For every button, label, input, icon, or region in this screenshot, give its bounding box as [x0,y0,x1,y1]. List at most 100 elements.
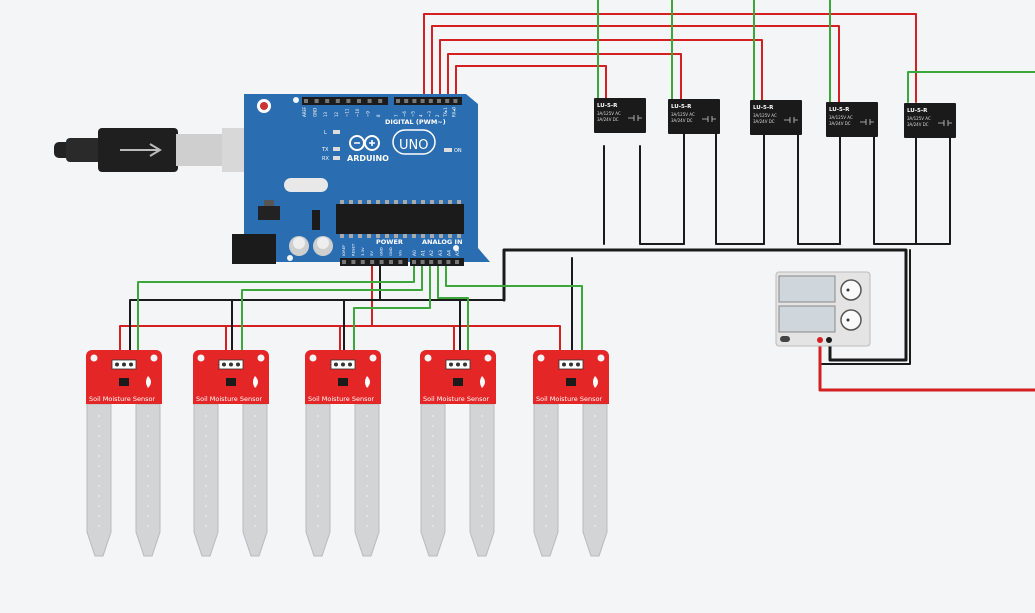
soil-moisture-sensor-5[interactable]: Soil Moisture Sensor [533,350,609,557]
soil-moisture-sensor-1[interactable]: Soil Moisture Sensor [86,350,162,557]
positive-terminal[interactable] [817,337,823,343]
digital-pin-label: ~3 [427,111,432,117]
relay-spec-dc: 3A/24V DC [671,118,693,123]
analog-header [410,258,464,266]
wire-black-relay-2b[interactable] [715,131,765,245]
wire-red-relay-1[interactable] [455,65,607,99]
wire-red-relay-2[interactable] [447,53,682,100]
wire-black-relay-3b[interactable] [797,133,841,245]
relay-spec-dc: 3A/24V DC [753,119,775,124]
power-pin-label: GND [379,247,384,256]
relay-label: LU-5-R [671,104,692,110]
flame-logo-icon [253,376,258,388]
wire-black-gnd[interactable] [129,261,505,357]
voltage-knob[interactable] [840,279,862,301]
sensor-transistor [566,378,576,386]
digital-pin-label: 12 [334,111,339,117]
wire-black-bus-2[interactable] [821,249,911,365]
sensor-label: Soil Moisture Sensor [536,395,602,403]
wire-red-5v[interactable] [371,261,561,357]
model-label: UNO [399,138,428,153]
flame-logo-icon [146,376,151,388]
analog-pin-label: A4 [446,250,452,256]
relay-spec-ac: 3A/125V AC [829,115,853,120]
wire-green-a1[interactable] [241,261,423,357]
flame-logo-icon [480,376,485,388]
power-supply[interactable] [775,271,871,347]
digital-pin-label: ~10 [355,108,360,117]
wire-green-a0[interactable] [137,261,415,357]
sensor-transistor [453,378,463,386]
wire-green-a4[interactable] [445,261,583,357]
microcontroller-chip [336,200,464,238]
wire-red-5v-s1[interactable] [119,325,373,357]
digital-pin-label: RX◂0 [451,106,456,117]
flame-logo-icon [365,376,370,388]
wires [119,0,1035,392]
wire-black-relay-1b[interactable] [639,145,685,245]
digital-pin-label: ~6 [402,111,407,117]
relay-spec-ac: 3A/125V AC [597,111,621,116]
relay-spec-ac: 3A/125V AC [907,116,931,121]
analog-pin-label: A1 [421,250,427,256]
led-label-tx: TX [321,147,329,153]
relay-label: LU-5-R [907,108,928,114]
relay-symbol-icon [860,119,874,125]
analog-pin-label: A3 [438,250,444,256]
digital-pin-label: TX▸1 [443,107,448,118]
digital-header-left [302,97,388,105]
digital-pin-label: 8 [376,114,381,117]
wire-black-bus[interactable] [502,248,908,362]
wire-black-relay-5b[interactable] [915,137,951,245]
brand-label: ARDUINO [347,154,389,163]
crystal-oscillator [284,178,328,192]
power-pin-label: 5V [369,251,374,256]
power-pin-label: Vin [397,249,402,256]
wire-red-relay-5[interactable] [423,13,917,103]
wire-green-relay-5[interactable] [907,71,1035,103]
relay-spec-dc: 3A/24V DC [907,122,929,127]
relay-label: LU-5-R [829,107,850,113]
soil-moisture-sensor-4[interactable]: Soil Moisture Sensor [420,350,496,557]
sensor-label: Soil Moisture Sensor [423,395,489,403]
led-label-rx: RX [322,156,329,162]
usb-cable [54,128,250,172]
wire-green-a2[interactable] [353,261,431,357]
wire-red-power-out[interactable] [818,338,1035,392]
current-knob[interactable] [840,309,862,331]
sensor-label: Soil Moisture Sensor [196,395,262,403]
relay-symbol-icon [938,120,952,126]
wire-green-a3[interactable] [437,261,469,357]
analog-pin-label: A2 [429,250,435,256]
dc-power-jack [232,234,276,264]
soil-moisture-sensor-2[interactable]: Soil Moisture Sensor [193,350,269,557]
relay-spec-ac: 3A/125V AC [671,112,695,117]
digital-label: DIGITAL (PWM~) [385,118,446,126]
relay-spec-dc: 3A/24V DC [829,121,851,126]
wire-black-relay-4b[interactable] [873,135,917,245]
digital-pin-label: ~5 [410,111,415,117]
power-label: POWER [376,238,403,246]
digital-pin-label: 13 [323,111,328,117]
soil-moisture-sensor-3[interactable]: Soil Moisture Sensor [305,350,381,557]
digital-pin-label: 4 [419,114,424,117]
negative-terminal[interactable] [826,337,832,343]
wire-red-relay-3[interactable] [439,39,763,101]
wire-red-relay-4[interactable] [431,25,840,103]
usb-icon [120,143,162,157]
analog-pin-label: A0 [412,250,418,256]
power-pin-label: GND [388,247,393,256]
relay-symbol-icon [628,115,642,121]
relay-symbol-icon [702,116,716,122]
power-switch[interactable] [780,336,790,342]
sensor-label: Soil Moisture Sensor [89,395,155,403]
digital-pin-label: 7 [394,114,399,117]
